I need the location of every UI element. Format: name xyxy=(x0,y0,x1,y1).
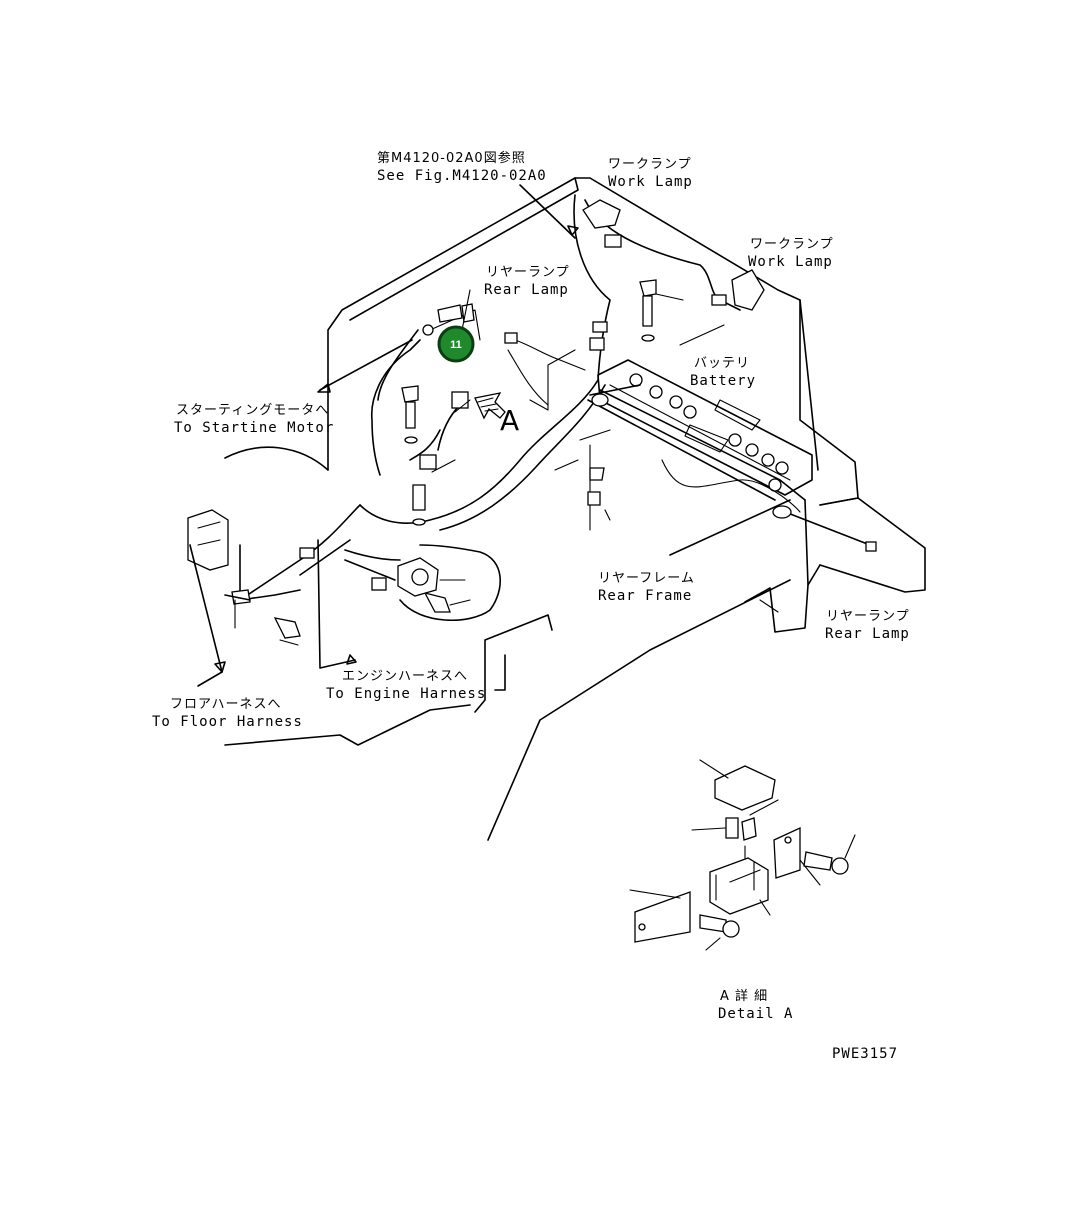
callout-badge-11[interactable]: 11 xyxy=(437,325,475,363)
connector xyxy=(451,391,469,409)
work-lamp-label-1-jp: ワークランプ xyxy=(608,157,692,172)
battery-terminal-plate xyxy=(684,424,729,453)
rear-lamp-label-2-en: Rear Lamp xyxy=(825,626,910,642)
battery xyxy=(597,359,813,513)
floor-harness-label-en: To Floor Harness xyxy=(152,714,303,730)
connector xyxy=(589,337,605,351)
bolt xyxy=(423,592,451,613)
bolt xyxy=(587,467,605,506)
connector xyxy=(711,294,727,306)
detail-bracket-right xyxy=(773,826,801,879)
left-bracket xyxy=(187,509,251,629)
view-arrow xyxy=(474,392,506,420)
work-lamp-right xyxy=(731,269,765,311)
battery-clamp xyxy=(714,399,761,431)
relay-cover xyxy=(714,765,776,811)
bolt xyxy=(273,617,301,639)
rear-lamp-label-2-jp: リヤーランプ xyxy=(826,609,910,624)
battery-label-jp: バッテリ xyxy=(694,356,750,371)
labels: 第M4120-02A0図参照 See Fig.M4120-02A0 ワークランプ… xyxy=(152,150,910,1062)
wiring-harness xyxy=(239,194,871,622)
work-lamp-label-2-en: Work Lamp xyxy=(748,254,833,270)
battery-label-en: Battery xyxy=(690,373,756,389)
detail-a-label-en: Detail A xyxy=(718,1006,793,1022)
washer xyxy=(422,324,434,336)
work-lamp-label-2-jp: ワークランプ xyxy=(750,237,834,252)
see-fig-label-jp: 第M4120-02A0図参照 xyxy=(377,150,526,166)
see-fig-label-en: See Fig.M4120-02A0 xyxy=(377,168,547,184)
leader-lines xyxy=(189,184,779,687)
connector xyxy=(865,541,877,552)
grommets xyxy=(591,393,792,519)
detail-a xyxy=(629,759,856,951)
connector xyxy=(371,577,387,591)
connector xyxy=(604,234,622,248)
engine-harness-label-jp: エンジンハーネスへ xyxy=(342,669,468,684)
work-lamp-label-1-en: Work Lamp xyxy=(608,174,693,190)
view-letter-a: A xyxy=(500,404,519,437)
connector xyxy=(504,332,518,344)
bolt xyxy=(639,279,657,342)
detail-bolt xyxy=(699,914,727,933)
relay-terminal xyxy=(725,817,739,839)
rear-lamp-label-1-jp: リヤーランプ xyxy=(486,265,570,280)
bolts xyxy=(273,279,657,639)
starting-motor-label-jp: スターティングモータへ xyxy=(176,403,329,418)
rear-frame-label-jp: リヤーフレーム xyxy=(598,571,695,586)
bolt xyxy=(412,484,426,526)
connector xyxy=(419,454,437,470)
machine-body-outline xyxy=(224,177,926,841)
detail-bracket-left xyxy=(634,891,691,943)
bolt xyxy=(437,303,475,323)
relay-assembly xyxy=(397,557,439,597)
detail-a-label-jp: A 詳 細 xyxy=(720,988,768,1004)
rear-lamp-label-1-en: Rear Lamp xyxy=(484,282,569,298)
battery-cells xyxy=(629,373,789,492)
bolt xyxy=(401,385,419,444)
relay-body xyxy=(709,857,769,915)
connector xyxy=(299,547,315,559)
floor-harness-label-jp: フロアハーネスへ xyxy=(170,697,281,712)
callout-number: 11 xyxy=(450,339,462,351)
detail-bolt xyxy=(803,851,833,871)
connectors xyxy=(299,234,877,591)
relay-terminal xyxy=(741,817,757,841)
drawing-number: PWE3157 xyxy=(832,1046,898,1062)
starting-motor-label-en: To Startine Motor xyxy=(174,420,334,436)
work-lamp-rear xyxy=(582,199,621,229)
engine-harness-label-en: To Engine Harness xyxy=(326,686,486,702)
connector xyxy=(592,321,608,333)
rear-frame-label-en: Rear Frame xyxy=(598,588,692,604)
